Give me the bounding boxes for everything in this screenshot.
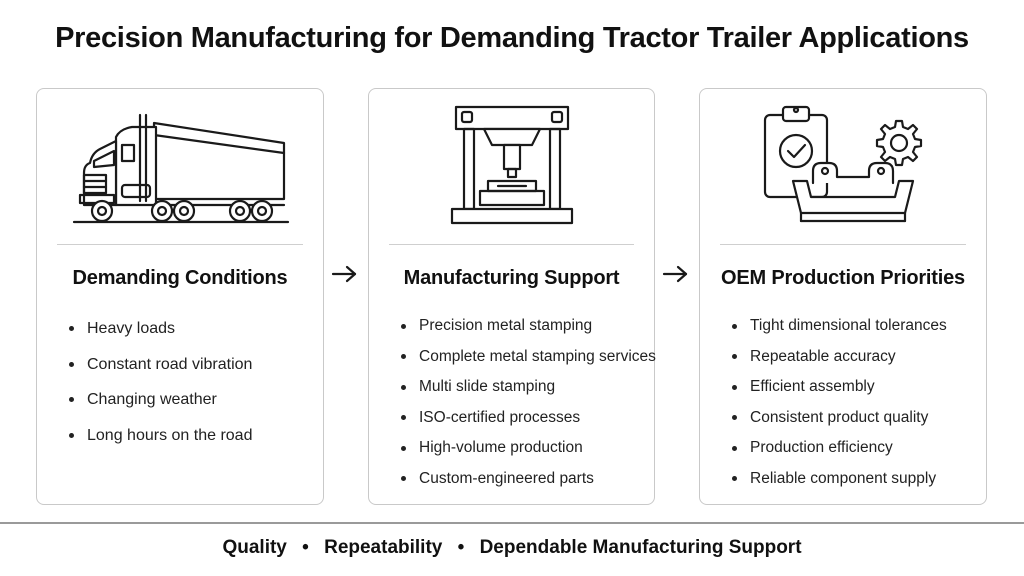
footer-item: Quality (222, 537, 287, 558)
footer-tagline: Quality • Repeatability • Dependable Man… (0, 537, 1024, 559)
quality-checklist-gear-bracket-icon (700, 101, 986, 233)
list-item: Tight dimensional tolerances (730, 311, 976, 342)
stamping-press-icon (369, 101, 654, 233)
list-item: Complete metal stamping services (399, 342, 656, 373)
card-heading: Demanding Conditions (72, 267, 288, 289)
list-item: Reliable component supply (730, 464, 976, 495)
card-divider (389, 244, 634, 245)
list-item: Efficient assembly (730, 372, 976, 403)
card-heading: Manufacturing Support (403, 267, 620, 289)
list-item: Multi slide stamping (399, 372, 644, 403)
semi-truck-icon (37, 101, 323, 233)
footer-separator: • (457, 537, 465, 558)
footer-item: Dependable Manufacturing Support (479, 537, 802, 558)
bullet-list: Heavy loads Constant road vibration Chan… (67, 311, 313, 453)
list-item: Production efficiency (730, 433, 976, 464)
list-item: Constant road vibration (67, 347, 313, 383)
footer-item: Repeatability (324, 537, 443, 558)
bullet-list: Precision metal stamping Complete metal … (399, 311, 656, 495)
list-item: Repeatable accuracy (730, 342, 976, 373)
list-item: Precision metal stamping (399, 311, 644, 342)
list-item: High-volume production (399, 433, 644, 464)
list-item: Changing weather (67, 382, 313, 418)
card-demanding-conditions: Demanding Conditions Heavy loads Constan… (36, 88, 324, 505)
bullet-list: Tight dimensional tolerances Repeatable … (730, 311, 976, 494)
list-item: Heavy loads (67, 311, 313, 347)
page-title: Precision Manufacturing for Demanding Tr… (55, 22, 969, 54)
list-item: Custom-engineered parts (399, 464, 644, 495)
footer-separator: • (302, 537, 309, 558)
card-oem-production-priorities: OEM Production Priorities Tight dimensio… (699, 88, 987, 505)
card-divider (57, 244, 303, 245)
footer-divider (0, 522, 1024, 524)
card-heading: OEM Production Priorities (721, 267, 965, 289)
card-manufacturing-support: Manufacturing Support Precision metal st… (368, 88, 656, 505)
card-divider (720, 244, 966, 245)
arrow-right-icon (660, 264, 692, 284)
arrow-right-icon (329, 264, 361, 284)
list-item: Long hours on the road (67, 418, 313, 454)
list-item: Consistent product quality (730, 403, 976, 434)
list-item: ISO-certified processes (399, 403, 644, 434)
